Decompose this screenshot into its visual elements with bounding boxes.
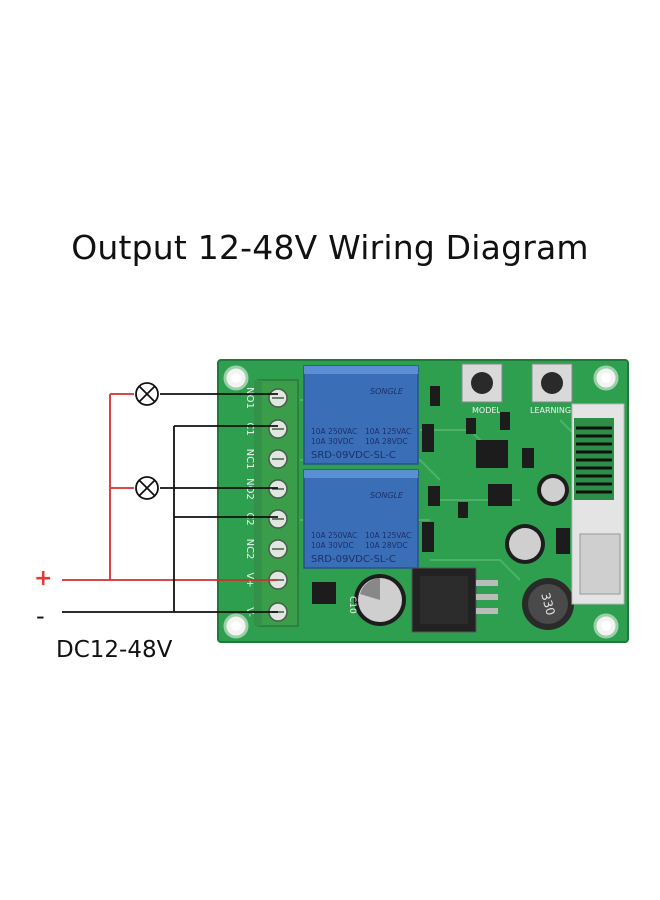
terminal-label: NC1 [244, 449, 255, 470]
positive-label: + [34, 566, 53, 591]
model-button-label: MODEL [472, 406, 501, 415]
learning-button-label: LEARNING [530, 406, 571, 415]
relay-rating: 10A 28VDC [365, 437, 408, 446]
relay-rating: 10A 250VAC [311, 427, 357, 436]
relay-rating: 10A 30VDC [311, 437, 354, 446]
diagram-title: Output 12-48V Wiring Diagram [71, 228, 589, 267]
capacitor-small [537, 474, 569, 506]
capacitor-label: C10 [347, 596, 357, 614]
relay-2: SONGLE 10A 250VAC 10A 125VAC 10A 30VDC 1… [303, 469, 419, 569]
relay-rating: 10A 30VDC [311, 541, 354, 550]
relay-1: SONGLE 10A 250VAC 10A 125VAC 10A 30VDC 1… [303, 365, 419, 465]
positive-wires [62, 393, 278, 581]
terminal-label: NO1 [244, 387, 255, 409]
terminal-label: C1 [244, 422, 255, 435]
capacitor-large: C10 [347, 574, 406, 626]
learning-button: LEARNING [530, 363, 573, 415]
lamp-icon [135, 382, 159, 406]
terminal-label: C2 [244, 512, 255, 525]
terminal-label: NC2 [244, 539, 255, 560]
terminal-label: NO2 [244, 478, 255, 500]
relay-rating: 10A 125VAC [365, 531, 411, 540]
negative-label: - [36, 602, 45, 630]
capacitor-medium [505, 524, 545, 564]
mounting-holes [223, 365, 619, 639]
lamp-icon [135, 476, 159, 500]
relay-model: SRD-09VDC-SL-C [311, 450, 396, 461]
inductor-label: 330 [538, 591, 557, 617]
relay-model: SRD-09VDC-SL-C [311, 554, 396, 565]
negative-wires [62, 393, 278, 613]
model-button: MODEL [461, 363, 503, 415]
inductor: 330 [522, 578, 574, 630]
voltage-regulator [411, 567, 498, 633]
relay-brand: SONGLE [370, 387, 404, 396]
relay-rating: 10A 250VAC [311, 531, 357, 540]
relay-rating: 10A 125VAC [365, 427, 411, 436]
voltage-label: DC12-48V [56, 637, 173, 663]
relay-brand: SONGLE [370, 491, 404, 500]
rf-module [571, 403, 625, 605]
relay-rating: 10A 28VDC [365, 541, 408, 550]
